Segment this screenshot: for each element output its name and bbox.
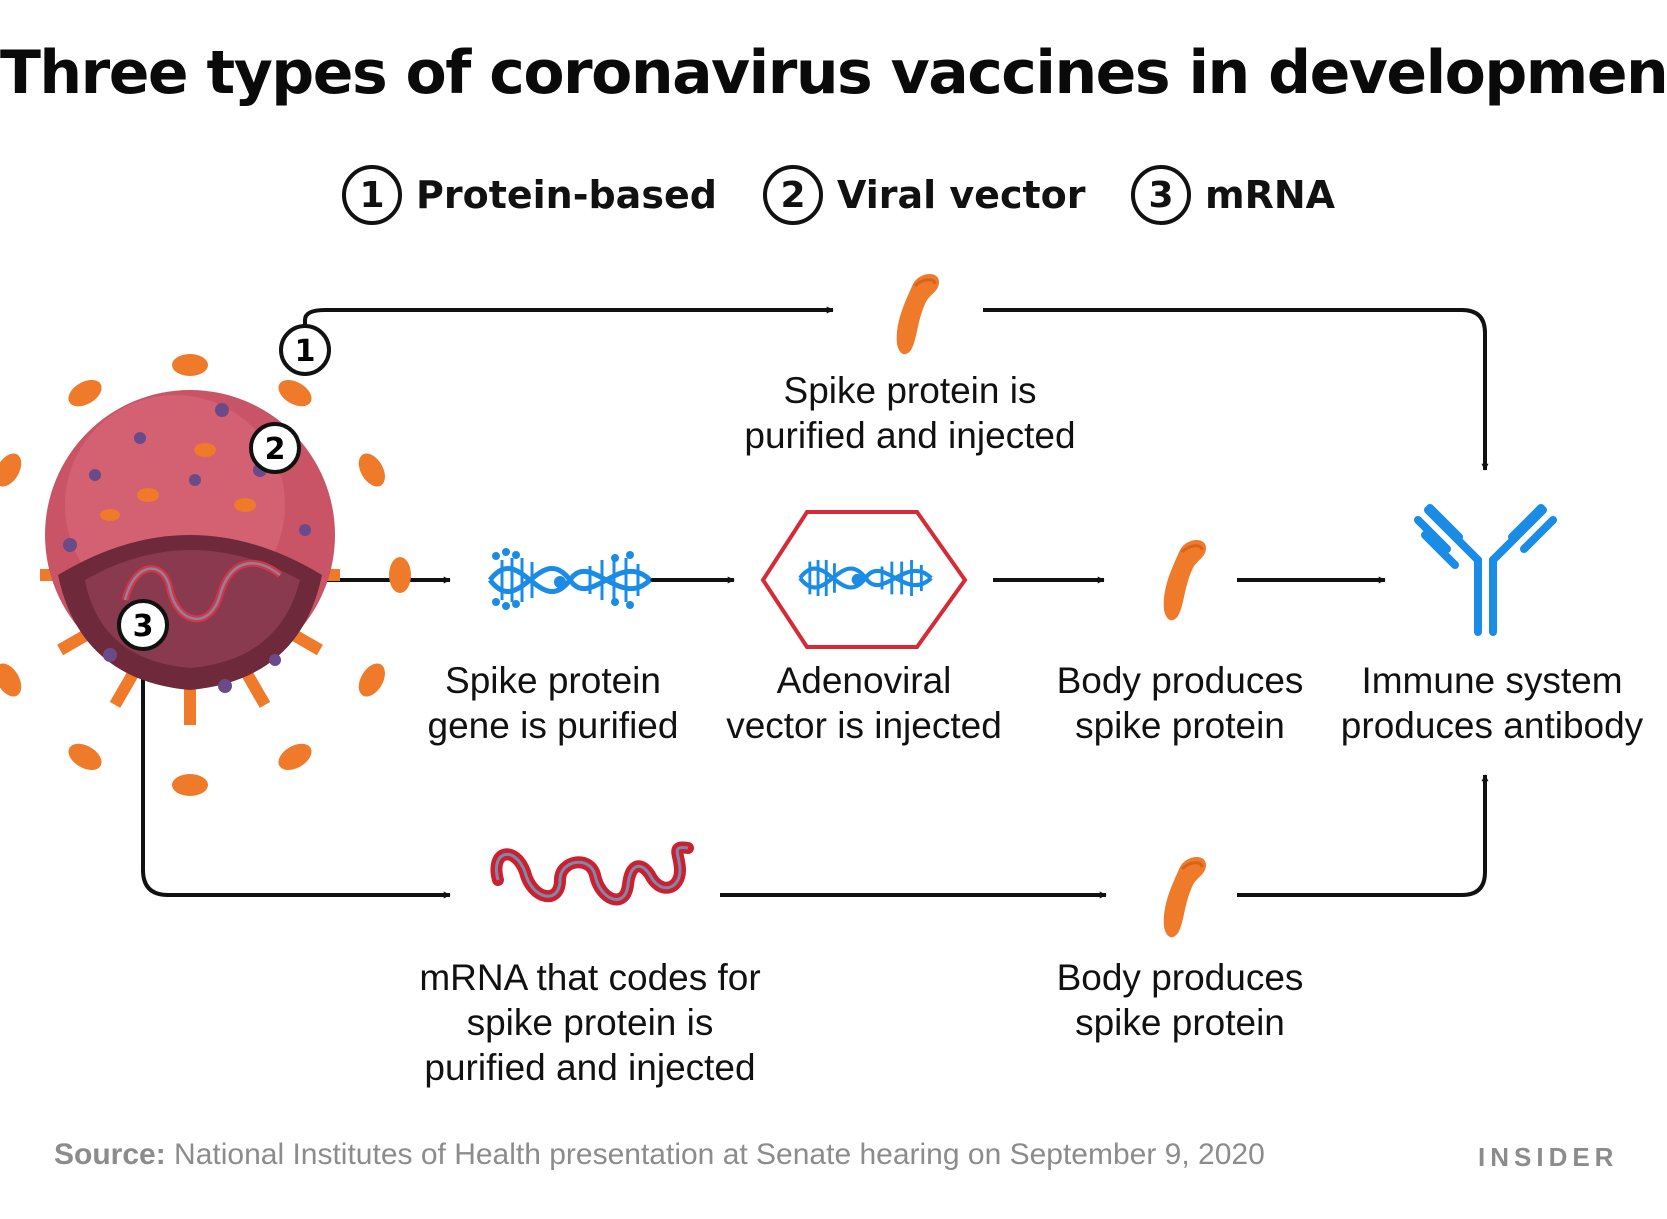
- source-label: Source:: [54, 1138, 166, 1171]
- path-badge-3: 3: [117, 599, 169, 651]
- caption-adenoviral-vector: Adenoviral vector is injected: [704, 658, 1024, 748]
- caption-line: Body produces: [1056, 660, 1304, 701]
- legend-label-3: mRNA: [1205, 173, 1336, 217]
- caption-line: Spike protein is: [783, 370, 1037, 411]
- caption-line: Body produces: [1056, 957, 1304, 998]
- caption-line: purified and injected: [424, 1047, 756, 1088]
- caption-line: spike protein is: [466, 1002, 714, 1043]
- virus-icon: [0, 354, 411, 796]
- caption-line: spike protein: [1075, 705, 1285, 746]
- caption-line: produces antibody: [1340, 705, 1644, 746]
- legend-number-2: 2: [763, 165, 823, 225]
- caption-line: Spike protein: [445, 660, 661, 701]
- source-note: Source: National Institutes of Health pr…: [54, 1138, 1265, 1172]
- path-badge-2: 2: [249, 422, 301, 474]
- caption-line: vector is injected: [726, 705, 1002, 746]
- legend-protein-based: 1 Protein-based: [342, 162, 717, 228]
- brand-logo: INSIDER: [1478, 1142, 1619, 1172]
- caption-line: purified and injected: [744, 415, 1076, 456]
- caption-gene-purified: Spike protein gene is purified: [403, 658, 703, 748]
- caption-line: gene is purified: [427, 705, 679, 746]
- adenovirus-hexagon-icon: [760, 510, 968, 649]
- path-badge-1: 1: [279, 324, 331, 376]
- caption-immune-system: Immune system produces antibody: [1322, 658, 1662, 748]
- spike-protein-icon: [1162, 538, 1208, 622]
- page-title: Three types of coronavirus vaccines in d…: [0, 38, 1667, 108]
- arrow-path-3-bottom: [141, 636, 1489, 899]
- legend-number-1: 1: [342, 165, 402, 225]
- mrna-strand-icon: [490, 841, 694, 906]
- caption-body-produces-spike-1: Body produces spike protein: [1030, 658, 1330, 748]
- arrow-path-1-top: [303, 306, 1489, 471]
- caption-spike-protein-purified: Spike protein is purified and injected: [700, 368, 1120, 458]
- legend-number-3: 3: [1131, 165, 1191, 225]
- source-text: National Institutes of Health presentati…: [165, 1138, 1265, 1171]
- dna-icon: [490, 548, 650, 610]
- path-badge-2-text: 2: [265, 432, 286, 467]
- spike-protein-icon: [895, 272, 941, 356]
- caption-line: Adenoviral: [776, 660, 952, 701]
- legend-label-2: Viral vector: [837, 173, 1086, 217]
- caption-body-produces-spike-2: Body produces spike protein: [1030, 955, 1330, 1045]
- antibody-icon: [1414, 504, 1557, 636]
- path-badge-3-text: 3: [133, 609, 154, 644]
- spike-protein-icon: [1162, 855, 1208, 939]
- legend-label-1: Protein-based: [416, 173, 717, 217]
- caption-line: spike protein: [1075, 1002, 1285, 1043]
- caption-line: Immune system: [1361, 660, 1623, 701]
- legend-viral-vector: 2 Viral vector: [763, 162, 1085, 228]
- caption-mrna-injected: mRNA that codes for spike protein is pur…: [390, 955, 790, 1090]
- caption-line: mRNA that codes for: [419, 957, 761, 998]
- path-badge-1-text: 1: [295, 334, 316, 369]
- legend-mrna: 3 mRNA: [1131, 162, 1335, 228]
